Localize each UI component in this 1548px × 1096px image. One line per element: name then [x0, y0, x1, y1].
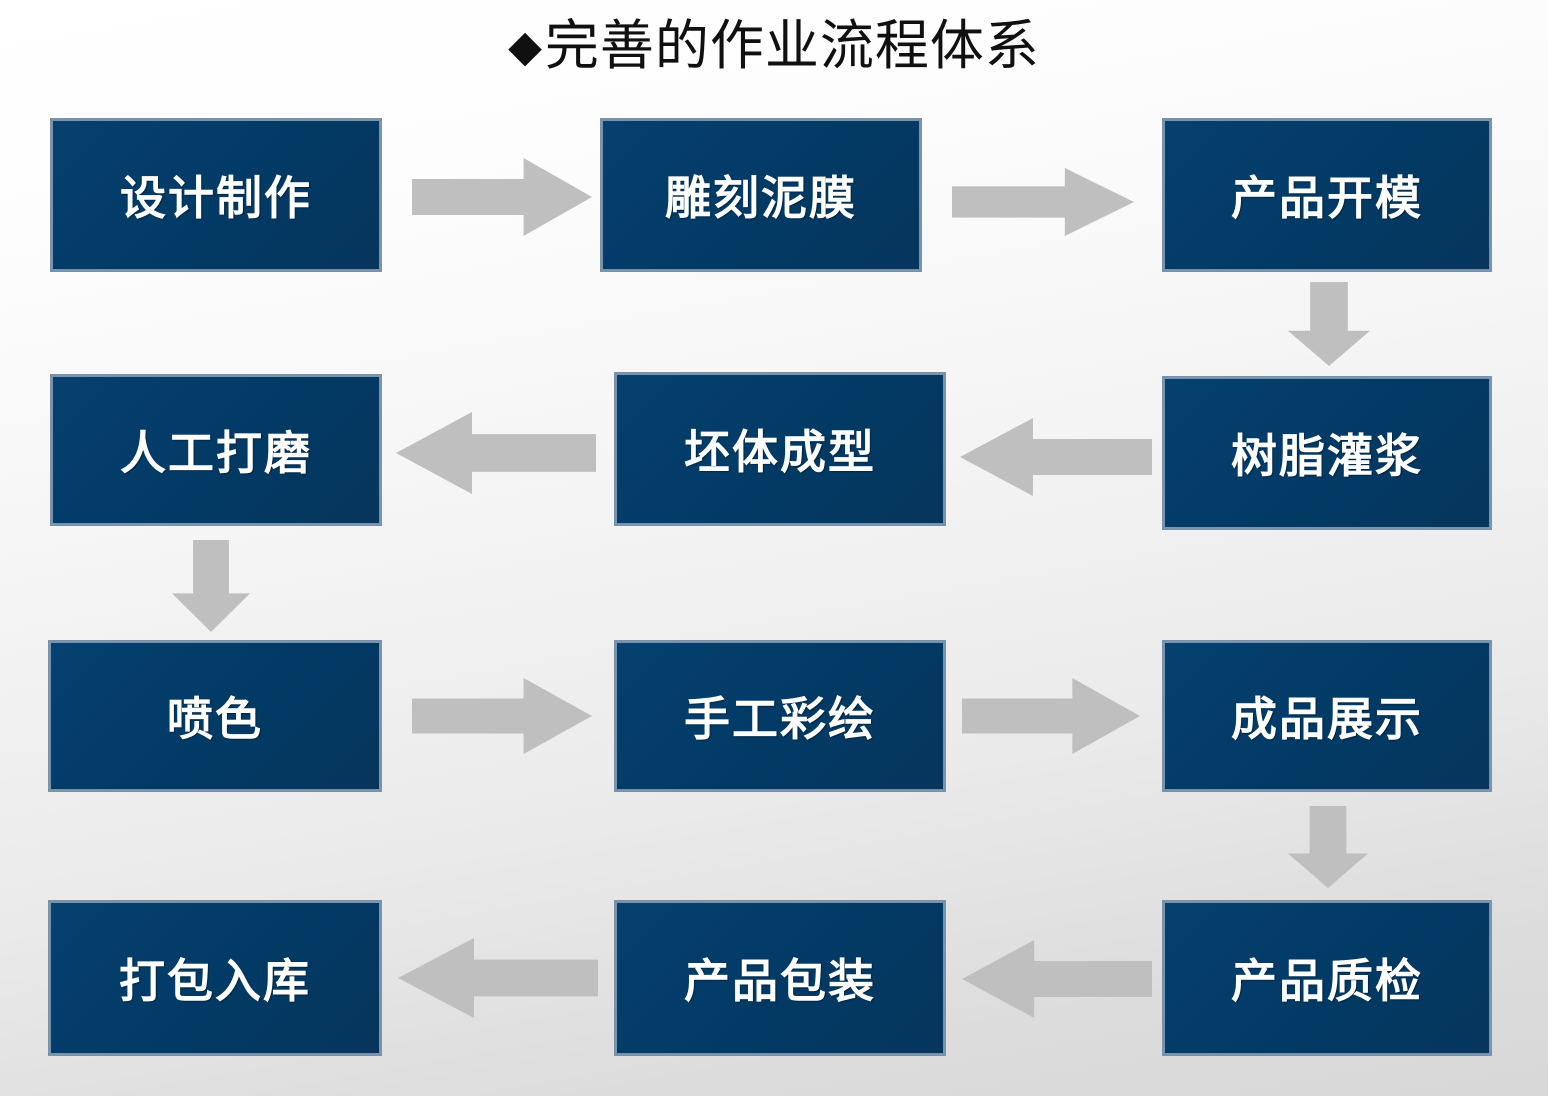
process-node-quality-inspection[interactable]: 产品质检 [1162, 900, 1492, 1056]
process-node-design[interactable]: 设计制作 [50, 118, 382, 272]
process-node-spray-coloring[interactable]: 喷色 [48, 640, 382, 792]
process-node-label: 产品开模 [1231, 172, 1423, 224]
connector-arrow-right-4 [962, 678, 1140, 754]
process-node-green-body-forming[interactable]: 坯体成型 [614, 372, 946, 526]
diamond-bullet-icon: ◆ [508, 21, 543, 72]
connector-arrow-down-1 [1288, 282, 1370, 366]
process-node-label: 打包入库 [119, 955, 311, 1007]
page-title: ◆完善的作业流程体系 [0, 12, 1548, 81]
process-node-mold-making[interactable]: 产品开模 [1162, 118, 1492, 272]
process-node-label: 设计制作 [120, 172, 312, 224]
process-node-pack-warehouse[interactable]: 打包入库 [48, 900, 382, 1056]
connector-arrow-right-2 [952, 168, 1134, 236]
process-node-label: 人工打磨 [120, 427, 312, 479]
process-node-hand-painting[interactable]: 手工彩绘 [614, 640, 946, 792]
process-node-label: 坯体成型 [684, 426, 876, 478]
connector-arrow-down-2 [172, 540, 250, 632]
process-node-label: 手工彩绘 [684, 693, 876, 745]
connector-arrow-right-3 [412, 678, 592, 754]
process-node-product-packaging[interactable]: 产品包装 [614, 900, 946, 1056]
process-node-label: 产品质检 [1231, 955, 1423, 1007]
process-node-label: 产品包装 [684, 955, 876, 1007]
process-node-manual-polishing[interactable]: 人工打磨 [50, 374, 382, 526]
connector-arrow-left-2 [960, 418, 1152, 496]
process-node-label: 雕刻泥膜 [665, 172, 857, 224]
process-node-label: 成品展示 [1231, 693, 1423, 745]
page-title-text: 完善的作业流程体系 [544, 16, 1040, 76]
connector-arrow-left-3 [398, 938, 598, 1018]
process-node-resin-casting[interactable]: 树脂灌浆 [1162, 376, 1492, 530]
connector-arrow-right-1 [412, 158, 592, 236]
process-node-clay-carving[interactable]: 雕刻泥膜 [600, 118, 922, 272]
process-node-finished-display[interactable]: 成品展示 [1162, 640, 1492, 792]
connector-arrow-left-1 [396, 412, 596, 494]
connector-arrow-down-3 [1288, 806, 1368, 888]
process-node-label: 树脂灌浆 [1231, 430, 1423, 482]
process-node-label: 喷色 [167, 693, 263, 745]
connector-arrow-left-4 [962, 940, 1152, 1018]
